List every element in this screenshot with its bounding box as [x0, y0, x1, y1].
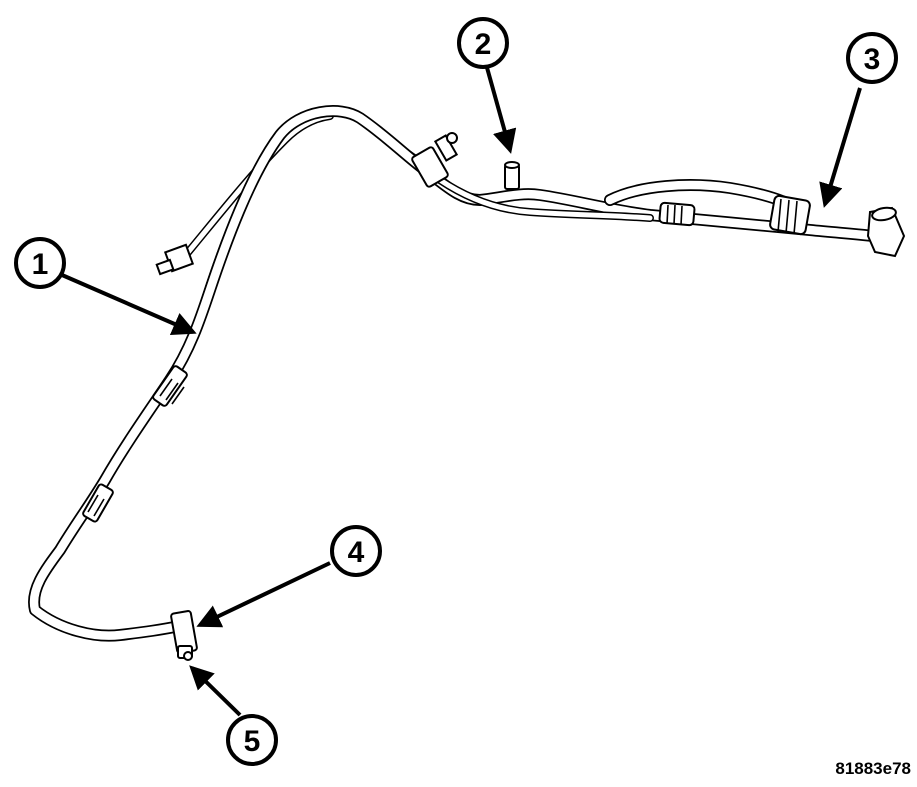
branch-fitting — [155, 243, 195, 276]
clamp-top — [411, 132, 459, 188]
callout-3: 3 — [846, 32, 898, 84]
upper-right-hose — [604, 179, 806, 216]
leader-1 — [61, 273, 197, 336]
leader-4 — [196, 561, 331, 628]
end-fitting-right — [866, 206, 906, 258]
callout-5-label: 5 — [244, 725, 261, 758]
end-fitting-bottom — [170, 610, 198, 661]
leader-5 — [189, 665, 242, 717]
leader-arrows — [61, 63, 862, 717]
coupling-right — [769, 194, 811, 236]
callout-3-label: 3 — [864, 43, 881, 76]
service-port — [504, 161, 520, 190]
callout-5: 5 — [226, 714, 278, 766]
callout-1: 1 — [14, 237, 66, 289]
figure-id: 81883e78 — [835, 759, 911, 778]
leader-3 — [819, 87, 862, 208]
coupling-mid-right — [658, 201, 696, 227]
coupling-upper-left — [152, 365, 188, 407]
callout-2: 2 — [457, 17, 509, 69]
callout-2-label: 2 — [475, 28, 492, 61]
main-hose-line — [28, 105, 896, 642]
callout-4-label: 4 — [348, 536, 365, 569]
leader-2 — [484, 63, 517, 154]
callout-4: 4 — [330, 525, 382, 577]
callout-1-label: 1 — [32, 248, 49, 281]
coupling-lower-left — [82, 483, 114, 523]
parallel-tube — [436, 176, 654, 222]
